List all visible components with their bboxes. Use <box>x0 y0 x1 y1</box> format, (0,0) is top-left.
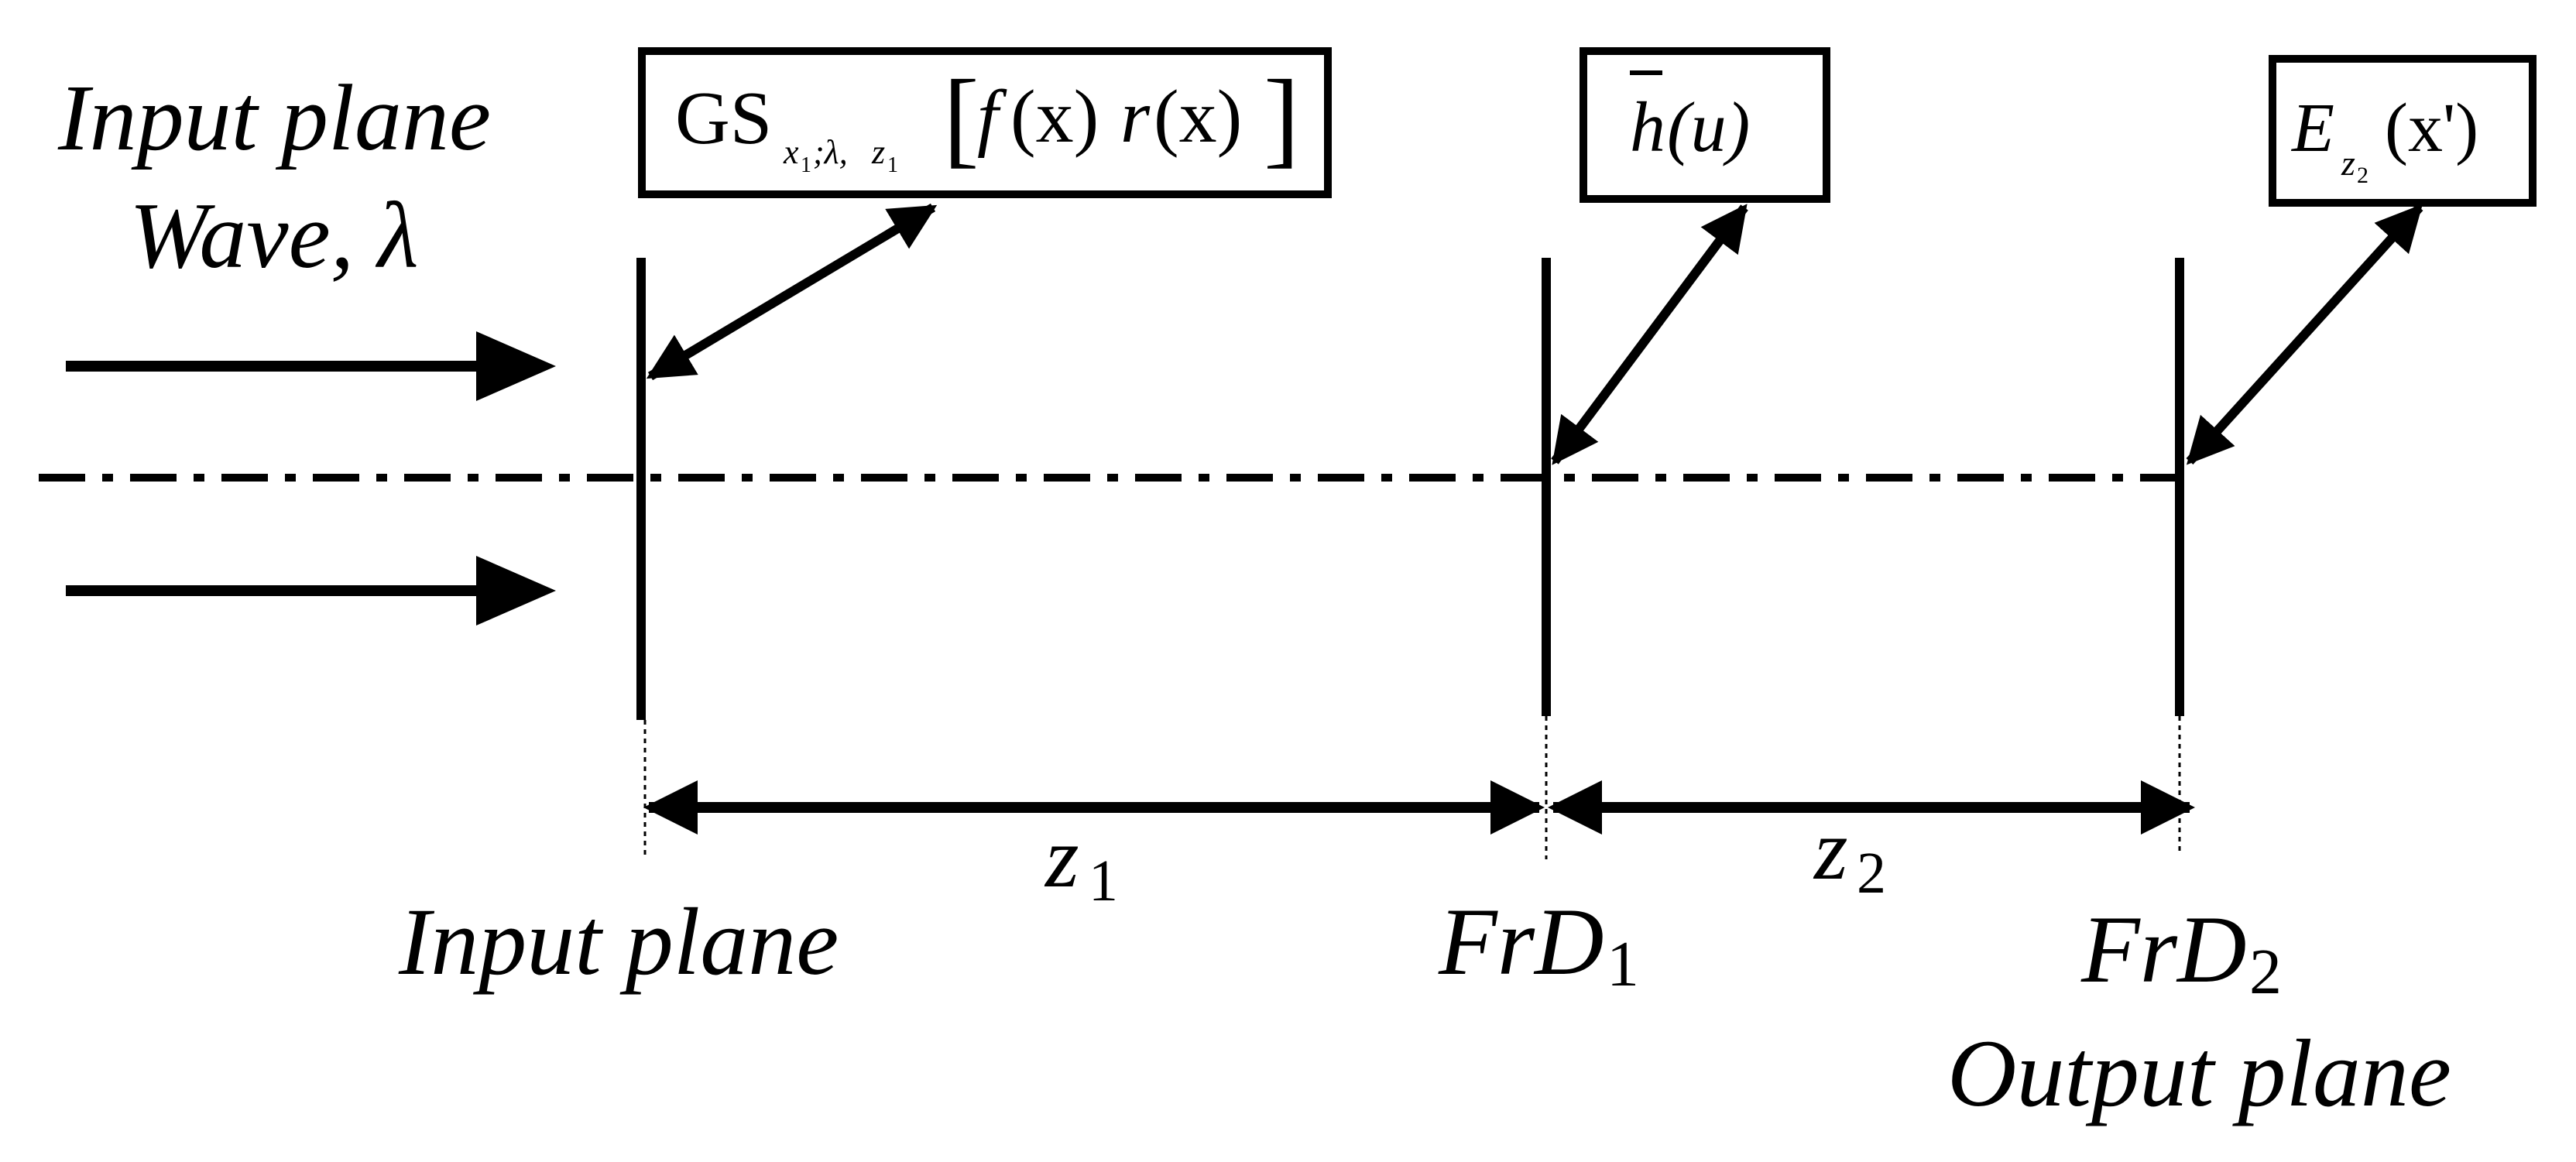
incident-wave-arrows <box>66 331 556 626</box>
gs-r: r <box>1120 75 1151 159</box>
frd1-label: FrD <box>1438 889 1604 995</box>
h-symbol: h <box>1630 87 1665 166</box>
gs-formula-box <box>638 47 1332 198</box>
h-pointer-arrow <box>1551 204 1748 465</box>
gs-pointer-arrow <box>646 203 938 381</box>
z2-label-sub: 2 <box>1857 841 1886 906</box>
output-plane-label: Output plane <box>1947 1020 2451 1126</box>
e-formula-box <box>2269 55 2537 207</box>
e-formula: E z 2 (x') <box>2290 90 2478 188</box>
frd2-label-sub: 2 <box>2249 936 2282 1008</box>
gs-sub-x: x <box>783 133 799 171</box>
h-formula: h (u) <box>1630 70 1750 166</box>
gs-bracket-close: ] <box>1264 58 1300 178</box>
z2-label: z <box>1813 802 1848 898</box>
h-arg: (u) <box>1667 87 1750 166</box>
z1-label: z <box>1044 810 1079 906</box>
top-left-label-line2: Wave, λ <box>129 183 419 288</box>
gs-sub-z: z <box>871 133 885 171</box>
frd2-label: FrD <box>2080 896 2247 1003</box>
frd1-label-sub: 1 <box>1607 928 1639 1000</box>
h-formula-box <box>1580 47 1830 203</box>
e-sub-z-index: 2 <box>2357 163 2368 188</box>
right-arrow-head-icon <box>476 331 556 401</box>
gs-x-paren-2: (x) <box>1154 75 1242 159</box>
input-plane-label: Input plane <box>398 889 839 995</box>
e-sub-z: z <box>2341 143 2355 183</box>
right-arrow-head-icon <box>476 556 556 626</box>
gs-formula: GS x 1 ;λ, z 1 [ f (x) r (x) ] <box>675 58 1300 178</box>
gs-sub-x-index: 1 <box>801 153 811 177</box>
gs-x-paren-1: (x) <box>1010 75 1099 159</box>
gs-sub-z-index: 1 <box>887 153 898 177</box>
e-pointer-arrow <box>2186 204 2423 465</box>
gs-sub-rest: ;λ, <box>813 133 848 171</box>
gs-bracket-open: [ <box>943 58 979 178</box>
e-arg: (x') <box>2385 90 2478 166</box>
top-left-label-line1: Input plane <box>57 66 491 170</box>
gs-prefix: GS <box>675 77 772 160</box>
z1-label-sub: 1 <box>1089 848 1118 913</box>
e-symbol: E <box>2290 90 2334 166</box>
